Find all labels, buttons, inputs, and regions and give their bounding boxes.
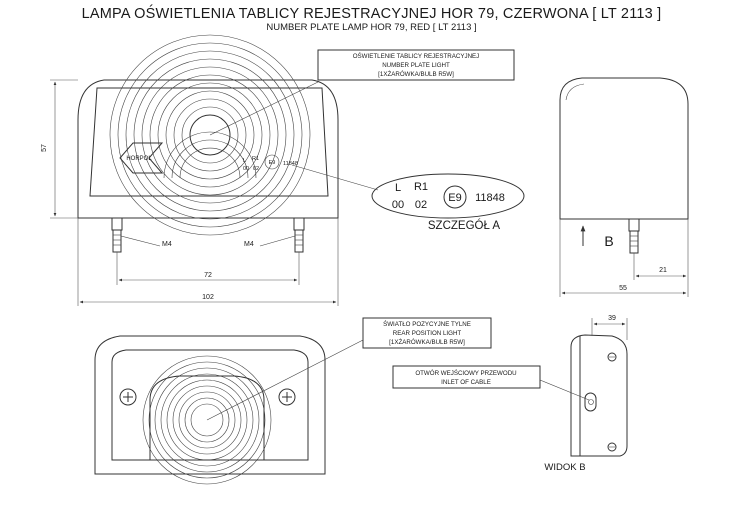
callout-rear-position: ŚWIATŁO POZYCYJNE TYLNE REAR POSITION LI… xyxy=(362,317,492,349)
thread-label-left: M4 xyxy=(162,241,172,248)
detail-marking-r1: R1 xyxy=(414,181,428,193)
front-lower-lens xyxy=(163,131,257,179)
small-marking-e9: E9 xyxy=(269,160,276,166)
rear-view xyxy=(94,335,364,485)
detail-marking-e9: E9 xyxy=(448,192,461,204)
small-marking-l: L xyxy=(243,158,246,164)
thread-label-right: M4 xyxy=(244,241,254,248)
detail-marking-00: 00 xyxy=(392,199,404,211)
callout-number-plate-line2: NUMBER PLATE LIGHT xyxy=(382,62,450,69)
small-marking-r1: R1 xyxy=(252,156,259,162)
callout-number-plate-line3: [1XŻARÓWKA/BULB R5W] xyxy=(378,71,454,78)
brand-text: HORPOL xyxy=(126,156,152,162)
callout-rear-position-line2: REAR POSITION LIGHT xyxy=(393,330,462,337)
detail-marking-number: 11848 xyxy=(475,192,505,204)
view-b-label: WIDOK B xyxy=(544,462,585,473)
callout-number-plate-line1: OŚWIETLENIE TABLICY REJESTRACYJNEJ xyxy=(353,52,480,60)
callout-number-plate: OŚWIETLENIE TABLICY REJESTRACYJNEJ NUMBE… xyxy=(317,49,515,81)
view-b: 39 WIDOK B xyxy=(539,315,628,473)
detail-marking-02: 02 xyxy=(415,199,427,211)
view-arrow-b-label: B xyxy=(604,233,613,249)
screw-icon xyxy=(119,388,137,406)
brand-logo: HORPOL xyxy=(119,142,164,174)
detail-marking-l: L xyxy=(395,182,401,194)
drawing-title: LAMPA OŚWIETLENIA TABLICY REJESTRACYJNEJ… xyxy=(81,6,662,22)
small-marking: L R1 00 02 E9 11848 xyxy=(243,154,298,172)
callout-inlet-line1: OTWÓR WEJŚCIOWY PRZEWODU xyxy=(415,369,516,377)
detail-a: L R1 00 02 E9 11848 SZCZEGÓŁ A xyxy=(291,164,525,232)
front-lens-rings xyxy=(109,34,311,236)
callout-inlet-line2: INLET OF CABLE xyxy=(441,379,491,386)
dim-stud-spacing: 72 xyxy=(204,272,212,279)
small-marking-02: 02 xyxy=(253,166,259,172)
detail-a-label: SZCZEGÓŁ A xyxy=(428,219,501,232)
callout-inlet: OTWÓR WEJŚCIOWY PRZEWODU INLET OF CABLE xyxy=(392,365,541,389)
dim-height: 57 xyxy=(41,144,48,152)
dim-width: 102 xyxy=(202,294,214,301)
dim-depth: 55 xyxy=(619,285,627,292)
dim-view-b-width: 39 xyxy=(608,315,616,322)
rear-lens-rings xyxy=(142,355,272,485)
drawing-subtitle: NUMBER PLATE LAMP HOR 79, RED [ LT 2113 … xyxy=(266,22,477,33)
dim-side-stud: 21 xyxy=(659,267,667,274)
screw-icon xyxy=(278,388,296,406)
small-marking-number: 11848 xyxy=(283,161,298,167)
callout-rear-position-line1: ŚWIATŁO POZYCYJNE TYLNE xyxy=(383,320,471,328)
side-view: B 21 55 xyxy=(559,77,689,297)
small-marking-00: 00 xyxy=(243,166,249,172)
front-view: HORPOL L R1 00 02 E9 11848 M xyxy=(41,34,339,306)
callout-rear-position-line3: [1XŻARÓWKA/BULB R5W] xyxy=(389,339,465,346)
